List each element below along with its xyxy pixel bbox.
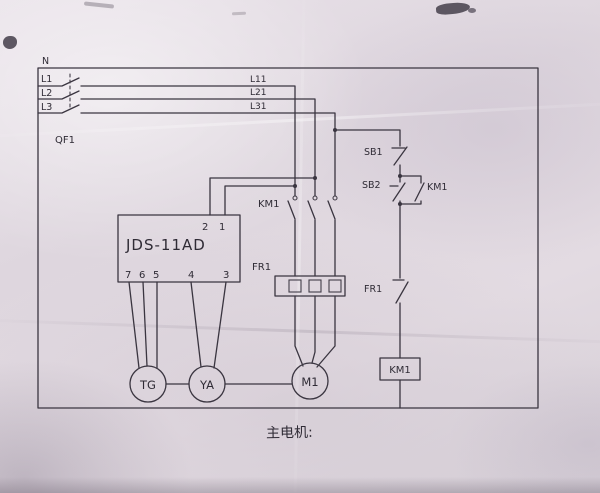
breaker-qf1: QF1 (55, 73, 75, 146)
km1-coil: KM1 (379, 357, 421, 409)
caption-main-motor: 主电机: (266, 425, 313, 442)
fr1-thermal-contact-label: FR1 (364, 284, 382, 295)
controller-terminal-1: 1 (219, 222, 225, 233)
fr1-thermal-contact: FR1 (364, 279, 409, 359)
frame-and-neutral-bus (37, 67, 539, 409)
km1-aux-contact: KM1 (398, 175, 447, 206)
motor-m1-label: M1 (301, 375, 318, 389)
controller-terminal-2: 2 (202, 222, 208, 233)
branch-label-l11: L11 (250, 75, 266, 85)
controller-terminal-3: 3 (223, 270, 229, 281)
motor-m1-circle (291, 362, 329, 400)
breaker-qf1-label: QF1 (55, 135, 75, 146)
thermal-relay-fr1-main-label: FR1 (252, 262, 271, 273)
controller-terminal-5: 5 (153, 270, 159, 281)
contactor-km1-main-label: KM1 (258, 199, 280, 210)
machine-symbols: TG YA M1 (129, 362, 329, 403)
phase-label-l1: L1 (41, 74, 52, 85)
brake-ya-label: YA (199, 378, 214, 392)
stop-button-sb1-label: SB1 (364, 147, 383, 158)
thermal-relay-fr1-main: FR1 (252, 262, 346, 297)
controller-jds11ad: JDS-11AD 2 1 7 6 5 4 3 (117, 176, 317, 369)
tacho-tg-label: TG (139, 378, 156, 392)
phase-label-l2: L2 (41, 88, 52, 99)
phase-label-l3: L3 (41, 102, 52, 113)
branch-label-l31: L31 (250, 102, 266, 112)
stop-button-sb1: SB1 (364, 146, 408, 177)
neutral-label: N (42, 56, 49, 67)
controller-terminal-7: 7 (125, 270, 131, 281)
controller-terminal-6: 6 (139, 270, 145, 281)
km1-coil-label: KM1 (389, 365, 411, 376)
scan-edge-shadow (0, 477, 600, 493)
contactor-km1-main-contacts: KM1 (258, 195, 338, 277)
start-button-sb2-label: SB2 (362, 180, 381, 191)
km1-aux-contact-label: KM1 (427, 182, 447, 193)
control-circuit: SB1 SB2 KM1 FR1 KM1 (333, 128, 447, 409)
start-button-sb2: SB2 (362, 174, 406, 205)
controller-model-label: JDS-11AD (125, 236, 206, 254)
motor-feed-wires (294, 295, 336, 368)
controller-terminal-4: 4 (188, 270, 194, 281)
branch-label-l21: L21 (250, 88, 266, 98)
